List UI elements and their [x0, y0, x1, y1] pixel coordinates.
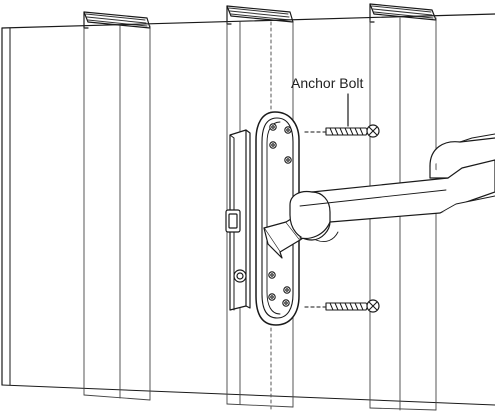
wall-panel [1, 13, 495, 406]
back-plate [255, 111, 300, 326]
anchor-bolt-label: Anchor Bolt [291, 75, 364, 91]
mounting-side-bar [225, 129, 251, 311]
stud-top-middle [226, 5, 294, 25]
anchor-bolt-top [304, 124, 380, 138]
plate-screw-holes [268, 123, 292, 307]
anchor-bolt-bottom [304, 299, 380, 313]
mount-arm [263, 133, 495, 259]
stud-top-right [369, 3, 437, 23]
